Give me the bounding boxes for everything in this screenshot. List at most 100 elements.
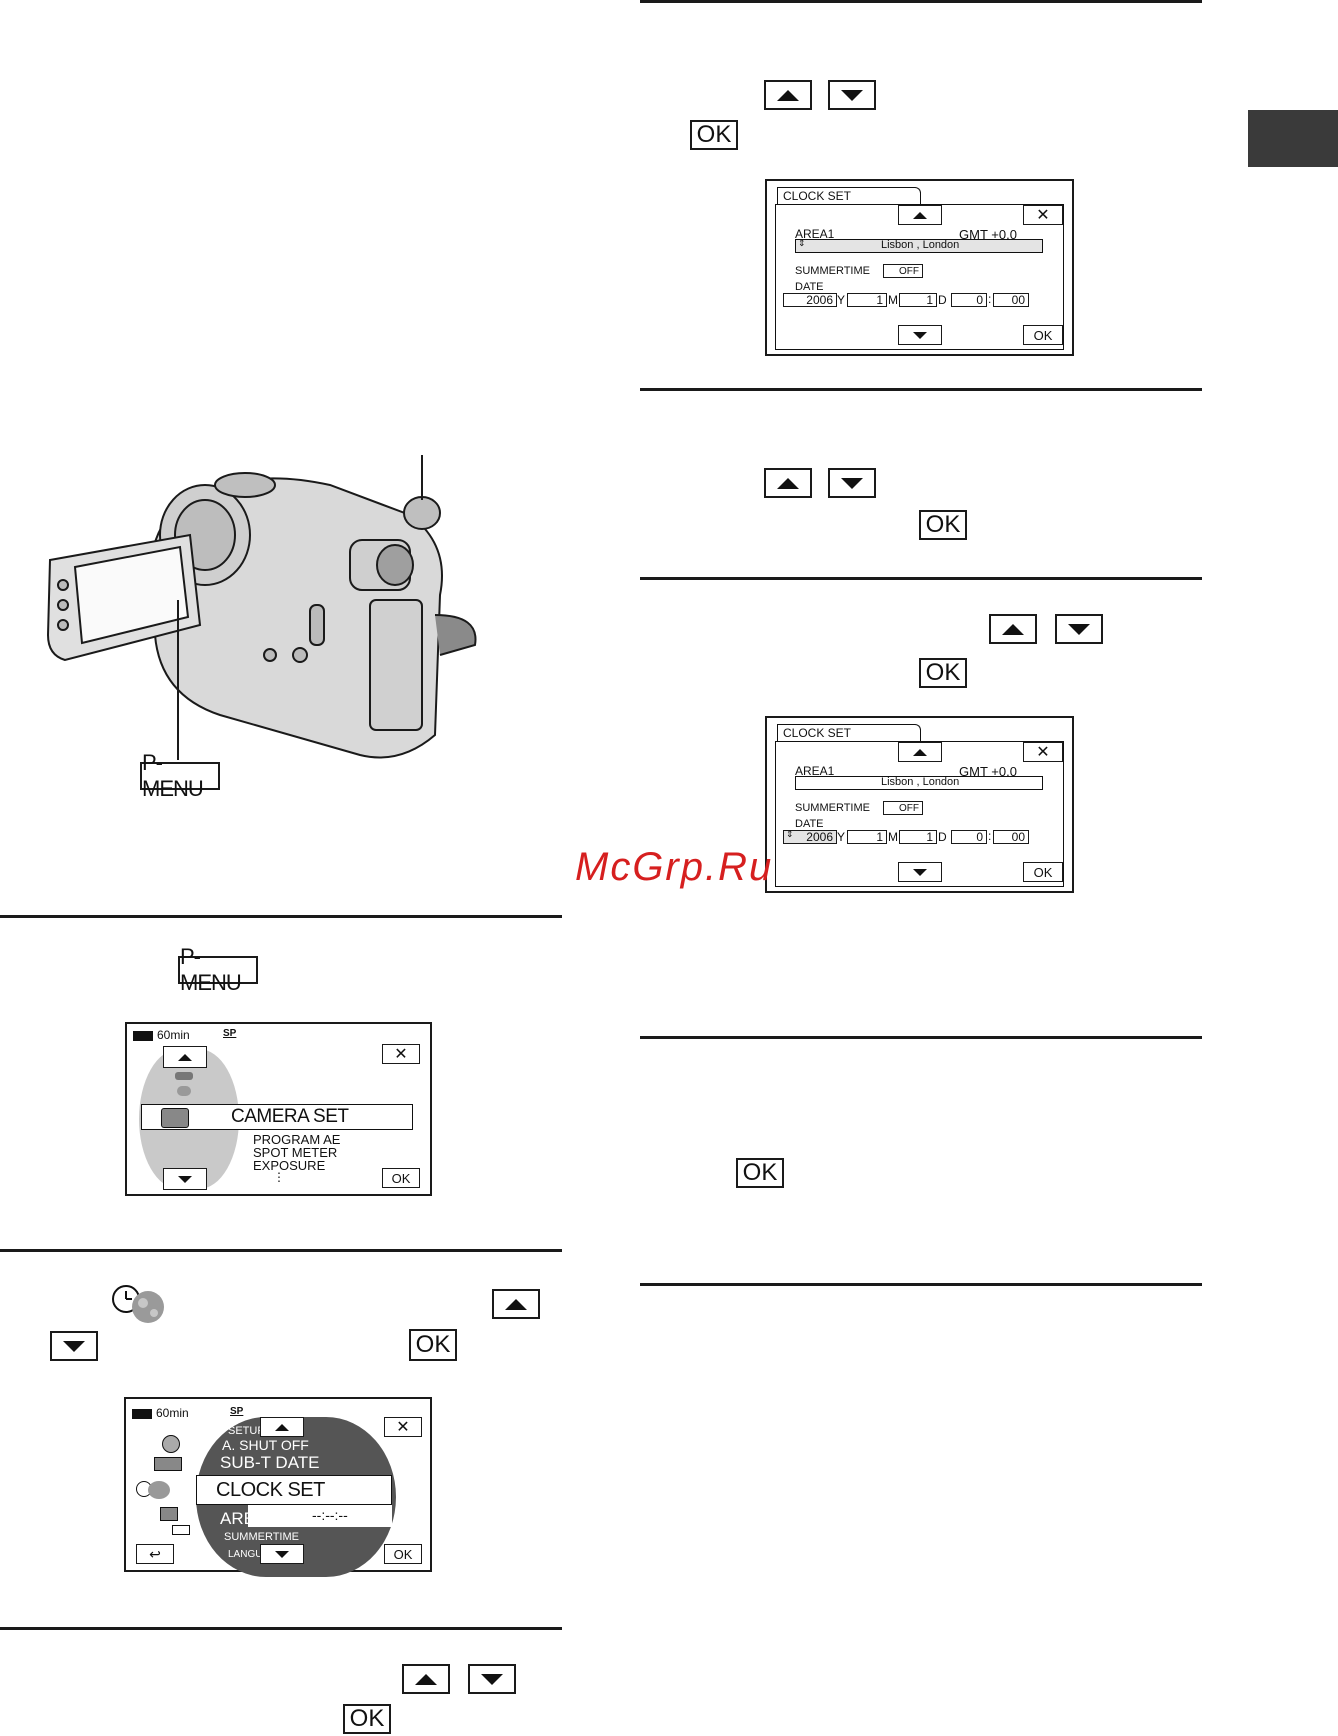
ok-button[interactable]: OK	[690, 120, 738, 150]
screen-title: CLOCK SET	[783, 189, 852, 203]
battery-icon	[133, 1031, 153, 1041]
summertime-field[interactable]: OFF	[883, 801, 923, 815]
clock-set-screen: CLOCK SET ✕ AREA1 GMT +0.0 Lisbon , Lond…	[765, 716, 1074, 893]
menu-item[interactable]: SUB-T DATE	[220, 1453, 320, 1472]
up-arrow-icon	[913, 748, 927, 756]
day-field[interactable]: 1	[899, 293, 937, 307]
down-button[interactable]	[50, 1331, 98, 1361]
selected-menu-item: CLOCK SET	[216, 1479, 325, 1501]
section-divider	[640, 0, 1202, 3]
scroll-down-button[interactable]	[163, 1168, 207, 1190]
menu-item[interactable]: SPOT METER	[253, 1145, 338, 1160]
down-arrow-icon	[913, 868, 927, 876]
back-button[interactable]: ↩	[136, 1544, 174, 1564]
up-arrow-icon	[178, 1053, 192, 1061]
close-icon: ✕	[394, 1046, 408, 1063]
gmt-offset: GMT +0.0	[959, 227, 1017, 242]
up-button[interactable]	[764, 468, 812, 498]
ok-button[interactable]: OK	[409, 1329, 457, 1361]
menu-item[interactable]: A. SHUT OFF	[222, 1437, 309, 1453]
battery-remaining: 60min	[156, 1406, 189, 1420]
section-tab	[1248, 110, 1338, 167]
time-separator: :	[988, 292, 992, 306]
date-label: DATE	[795, 281, 824, 293]
menu-icon	[154, 1457, 182, 1471]
city-field[interactable]	[795, 239, 1043, 253]
year-field[interactable]: 2006	[783, 293, 837, 307]
down-button[interactable]	[468, 1664, 516, 1694]
close-button[interactable]: ✕	[382, 1044, 420, 1064]
ok-button[interactable]: OK	[343, 1704, 391, 1734]
date-label: DATE	[795, 818, 824, 830]
down-button[interactable]	[1055, 614, 1103, 644]
scroll-up-button[interactable]	[898, 742, 942, 762]
selection-indicator: ⇕	[786, 829, 794, 839]
area-label: AREA1	[795, 764, 835, 778]
clock-value: --:--:--	[312, 1507, 348, 1523]
ok-button[interactable]: OK	[1023, 325, 1063, 345]
area-item[interactable]: ARE	[220, 1509, 255, 1528]
return-icon: ↩	[149, 1545, 161, 1562]
menu-icon	[175, 1072, 193, 1080]
day-field[interactable]: 1	[899, 830, 937, 844]
scroll-up-button[interactable]	[163, 1046, 207, 1068]
section-divider	[640, 388, 1202, 391]
down-arrow-icon	[1068, 623, 1090, 635]
ok-button[interactable]: OK	[384, 1544, 422, 1564]
section-divider	[640, 577, 1202, 580]
ok-button[interactable]: OK	[1023, 862, 1063, 882]
scroll-down-button[interactable]	[898, 862, 942, 882]
hour-field[interactable]: 0	[951, 293, 987, 307]
section-divider	[0, 1249, 562, 1252]
up-button[interactable]	[989, 614, 1037, 644]
scroll-up-button[interactable]	[898, 205, 942, 225]
year-field[interactable]: 2006	[783, 830, 837, 844]
ok-button[interactable]: OK	[382, 1168, 420, 1188]
pmenu-button[interactable]: P-MENU	[178, 944, 258, 995]
month-field[interactable]: 1	[847, 830, 887, 844]
close-button[interactable]: ✕	[1023, 742, 1063, 762]
up-arrow-icon	[415, 1673, 437, 1685]
down-button[interactable]	[828, 80, 876, 110]
up-button[interactable]	[492, 1289, 540, 1319]
close-icon: ✕	[1036, 744, 1050, 761]
scroll-down-button[interactable]	[898, 325, 942, 345]
pmenu-label: P-MENU	[140, 750, 220, 801]
up-arrow-icon	[777, 477, 799, 489]
down-arrow-icon	[841, 89, 863, 101]
summertime-label: SUMMERTIME	[795, 265, 870, 277]
close-button[interactable]: ✕	[1023, 205, 1063, 225]
menu-item[interactable]: PROGRAM AE	[253, 1132, 341, 1147]
scroll-down-button[interactable]	[260, 1544, 304, 1564]
clock-globe-icon	[112, 1285, 164, 1323]
ok-button[interactable]: OK	[736, 1158, 784, 1188]
up-arrow-icon	[505, 1298, 527, 1310]
city-field[interactable]	[795, 776, 1043, 790]
menu-item[interactable]: LANGU	[228, 1549, 263, 1560]
globe-icon	[148, 1481, 170, 1499]
screen-frame	[775, 204, 1064, 350]
year-unit: Y	[837, 293, 846, 307]
ok-button[interactable]: OK	[919, 510, 967, 540]
camcorder-illustration	[46, 455, 477, 760]
up-button[interactable]	[764, 80, 812, 110]
month-field[interactable]: 1	[847, 293, 887, 307]
up-button[interactable]	[402, 1664, 450, 1694]
hour-field[interactable]: 0	[951, 830, 987, 844]
menu-item[interactable]: SUMMERTIME	[224, 1531, 299, 1543]
scroll-up-button[interactable]	[260, 1417, 304, 1437]
up-arrow-icon	[1002, 623, 1024, 635]
clock-set-row[interactable]	[196, 1475, 392, 1505]
summertime-field[interactable]: OFF	[883, 264, 923, 278]
camera-icon	[161, 1108, 189, 1128]
ok-button[interactable]: OK	[919, 658, 967, 688]
up-arrow-icon	[275, 1423, 289, 1431]
city-value: Lisbon , London	[881, 239, 960, 251]
close-button[interactable]: ✕	[384, 1417, 422, 1437]
camera-menu-screen: 60min SP CAMERA SET PROGRAM AE SPOT METE…	[125, 1022, 432, 1196]
menu-item[interactable]: EXPOSURE	[253, 1158, 326, 1173]
down-button[interactable]	[828, 468, 876, 498]
minute-field[interactable]: 00	[993, 830, 1029, 844]
minute-field[interactable]: 00	[993, 293, 1029, 307]
time-separator: :	[988, 829, 992, 843]
